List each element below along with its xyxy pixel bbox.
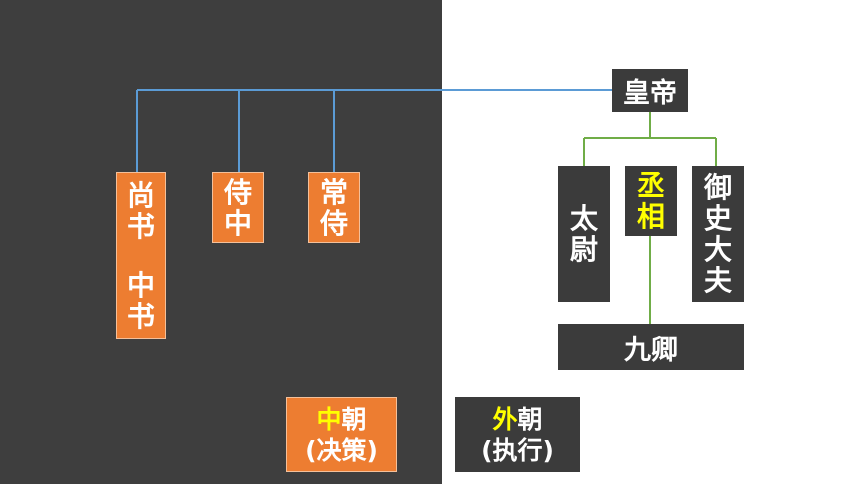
outer-court-legend-title: 外朝 xyxy=(492,404,542,435)
yushidafu-char-4: 夫 xyxy=(703,264,732,297)
chengxiang-char-1: 丞 xyxy=(636,169,665,202)
shangshu-char-1: 尚 xyxy=(126,178,155,212)
chengxiang-char-2: 相 xyxy=(636,200,665,233)
jiuqing-node: 九卿 xyxy=(558,324,744,370)
shangshu-char-2: 书 xyxy=(126,209,155,243)
inner-court-legend-rest: 朝 xyxy=(341,404,367,434)
inner-court-legend-title: 中朝 xyxy=(316,404,366,435)
taiwei-char-2: 尉 xyxy=(569,233,598,266)
shizhong-char-2: 中 xyxy=(223,206,252,240)
emperor-label: 皇帝 xyxy=(623,78,677,109)
outer-court-legend: 外朝 (执行) xyxy=(455,397,580,472)
changshi-node: 常 侍 xyxy=(308,172,360,243)
taiwei-char-1: 太 xyxy=(569,202,598,235)
changshi-char-1: 常 xyxy=(319,175,348,209)
inner-court-legend-highlight: 中 xyxy=(316,404,342,434)
chengxiang-node: 丞 相 xyxy=(625,166,677,236)
emperor-node: 皇帝 xyxy=(612,69,688,112)
shizhong-node: 侍 中 xyxy=(212,172,264,243)
shizhong-char-1: 侍 xyxy=(223,175,252,209)
zhongshu-char-2: 书 xyxy=(126,299,155,333)
yushidafu-char-3: 大 xyxy=(703,233,732,266)
outer-court-legend-role: (执行) xyxy=(481,435,554,465)
zhongshu-char-1: 中 xyxy=(126,268,155,302)
jiuqing-label: 九卿 xyxy=(624,334,678,366)
yushidafu-node: 御 史 大 夫 xyxy=(692,166,744,302)
yushidafu-char-1: 御 xyxy=(703,171,732,204)
inner-court-legend-role: (决策) xyxy=(305,435,378,465)
shangshu-zhongshu-node: 尚 书 中 书 xyxy=(116,172,166,339)
outer-court-connector xyxy=(583,112,717,324)
outer-court-legend-highlight: 外 xyxy=(492,404,518,434)
inner-court-connector xyxy=(136,89,612,172)
inner-court-legend: 中朝 (决策) xyxy=(286,397,397,472)
outer-court-legend-rest: 朝 xyxy=(517,404,543,434)
yushidafu-char-2: 史 xyxy=(703,202,732,235)
changshi-char-2: 侍 xyxy=(319,206,348,240)
taiwei-node: 太 尉 xyxy=(558,166,610,302)
